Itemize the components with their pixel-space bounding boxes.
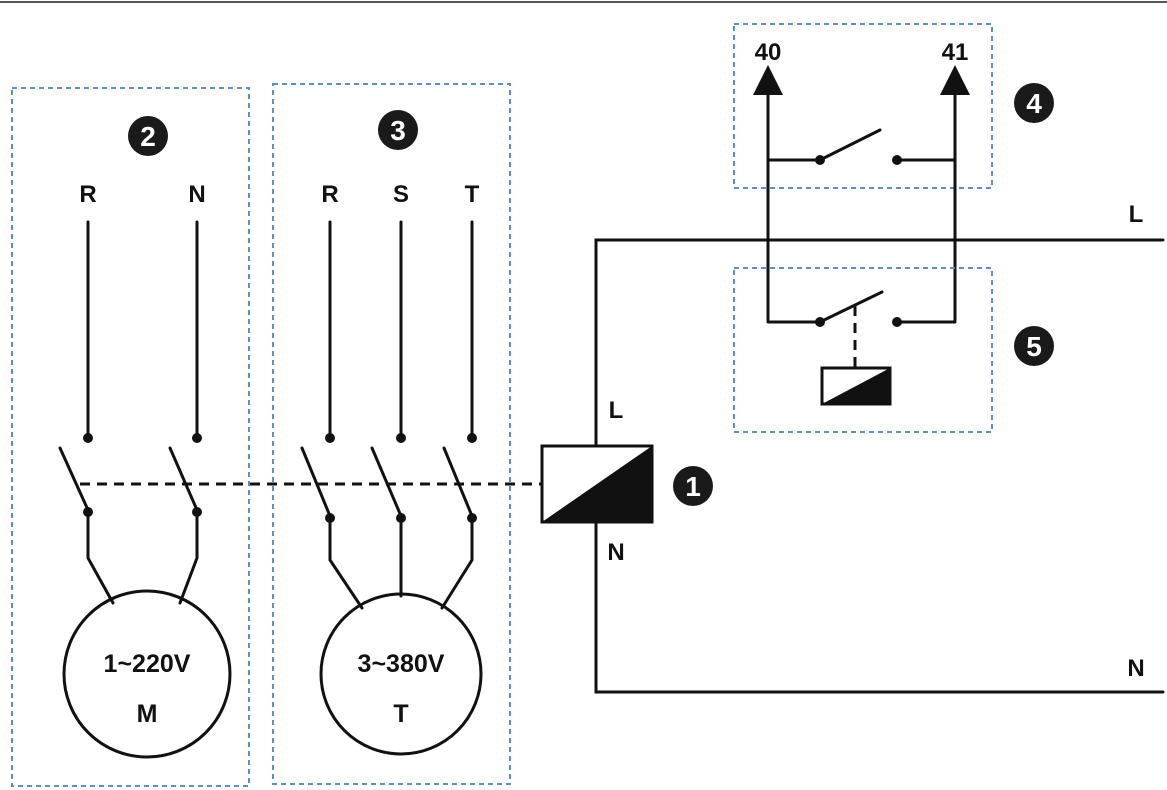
phase-r-label: R (79, 181, 96, 208)
badge-4-text: 4 (1026, 88, 1042, 119)
section-relay-contact: 5 (733, 267, 1054, 433)
lead-n (178, 510, 199, 605)
contact-n-top (192, 433, 202, 443)
badge-3 (378, 110, 418, 150)
coil-n-label: N (607, 539, 624, 566)
coil-fill (542, 446, 652, 522)
section-three-phase: 3 R S T 3~380V T (272, 83, 511, 785)
relay-switch-blade (818, 290, 884, 324)
section-2-box (11, 87, 250, 787)
switch-blade-n (168, 446, 199, 512)
lead-r3 (328, 516, 364, 610)
contactor-coil: L N 1 (540, 397, 713, 566)
switch-blade-r3 (300, 446, 332, 518)
switch-blade-t (442, 446, 474, 518)
section-aux-contact: 40 41 4 (733, 23, 1054, 322)
phase-s-label: S (393, 181, 409, 208)
badge-5 (1014, 326, 1054, 366)
motor-single-phase (62, 589, 232, 759)
badge-5-text: 5 (1026, 331, 1042, 362)
section-single-phase: 2 R N 1~220V M (11, 87, 250, 787)
motor-3-voltage: 3~380V (358, 650, 445, 678)
section-4-box (733, 23, 993, 189)
aux-terminal-40: 40 (755, 39, 782, 66)
badge-2 (128, 116, 168, 156)
supply-n-label: N (1127, 655, 1144, 682)
lead-t (440, 516, 474, 610)
motor-three-phase (319, 592, 483, 756)
contact-s-top (396, 433, 406, 443)
badge-3-text: 3 (390, 115, 406, 146)
badge-4 (1014, 83, 1054, 123)
section-3-box (272, 83, 511, 785)
lead-r (86, 510, 115, 605)
phase-r-label-3: R (321, 181, 338, 208)
aux-terminal-41: 41 (942, 39, 969, 66)
contact-r3-top (325, 433, 335, 443)
section-5-box (733, 267, 993, 433)
switch-blade-s (370, 446, 403, 518)
motor-1-voltage: 1~220V (104, 650, 191, 678)
neutral-n-label: N (188, 181, 205, 208)
phase-t-label: T (465, 181, 480, 208)
motor-3-label: T (393, 700, 408, 728)
contact-r-top (83, 433, 93, 443)
aux-switch-blade (818, 128, 882, 162)
relay-coil-fill (822, 368, 890, 404)
supply-l-label: L (1129, 201, 1144, 228)
control-wire-l (594, 238, 1165, 448)
switch-blade-r (58, 446, 90, 512)
badge-2-text: 2 (140, 121, 156, 152)
badge-1 (673, 466, 713, 506)
control-wire-n (594, 520, 1165, 694)
motor-1-label: M (137, 700, 158, 728)
coil-l-label: L (609, 397, 624, 424)
badge-1-text: 1 (685, 471, 701, 502)
contact-t-top (467, 433, 477, 443)
